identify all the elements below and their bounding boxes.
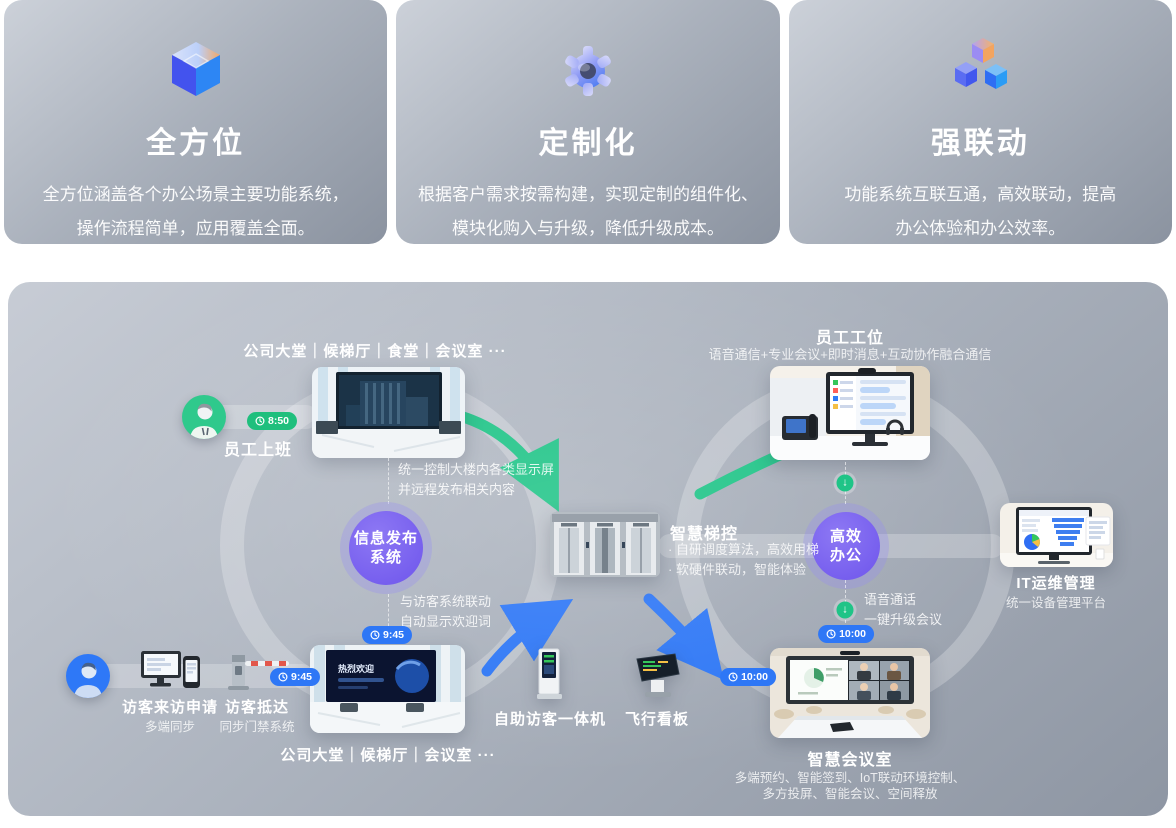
workstation-sub: 语音通信+专业会议+即时消息+互动协作融合通信: [708, 347, 992, 362]
visitor-apply-label: 访客来访申请: [121, 699, 219, 716]
efficiency-line: 办公: [829, 547, 862, 564]
card-title: 全方位: [146, 127, 246, 160]
employee-avatar: [182, 395, 226, 439]
visitor-avatar: [66, 654, 110, 698]
elevator-bullets: · 自研调度算法，高效用梯 · 软硬件联动，智能体验: [668, 540, 819, 580]
elevator-bullet: · 软硬件联动，智能体验: [668, 562, 806, 577]
lobby-time-badge: 9:45: [361, 626, 413, 644]
visitor-arrive-time-badge: 9:45: [269, 668, 321, 686]
badge-time: 10:00: [839, 628, 866, 640]
signage-note-line: 并远程发布相关内容: [398, 482, 516, 497]
card-title: 定制化: [538, 127, 638, 160]
badge-time: 9:45: [382, 629, 405, 641]
workstation-image: [770, 366, 930, 460]
upgrade-note-line: 一键升级会议: [864, 612, 943, 627]
feature-card-all-round: 全方位 全方位涵盖各个办公场景主要功能系统， 操作流程简单，应用覆盖全面。: [4, 0, 388, 246]
gate-barrier-icon: [228, 655, 289, 690]
badge-time: 9:45: [290, 671, 313, 683]
clock-icon: [826, 629, 836, 639]
card-desc-line: 根据客户需求按需构建，实现定制的组件化、: [417, 185, 758, 204]
down-arrow-node: ↓: [836, 601, 854, 619]
clock-icon: [255, 416, 265, 426]
elevator-image: [550, 512, 660, 577]
upgrade-note-line: 语音通话: [864, 592, 917, 607]
employee-label: 员工上班: [223, 442, 293, 459]
feature-card-customization: 定制化 根据客户需求按需构建，实现定制的组件化、 模块化购入与升级，降低升级成本…: [396, 0, 780, 246]
gear-icon: [553, 34, 623, 104]
cube-icon: [161, 34, 231, 104]
workstation-title: 员工工位: [815, 330, 885, 347]
meeting-sub-line: 多端预约、智能签到、IoT联动环境控制、: [734, 771, 966, 785]
down-arrow-icon: ↓: [842, 476, 848, 489]
card-description: 全方位涵盖各个办公场景主要功能系统， 操作流程简单，应用覆盖全面。: [43, 178, 349, 246]
flight-board-image: [636, 653, 680, 697]
itops-image: [1000, 503, 1113, 567]
solution-diagram-panel: 公司大堂｜候梯厅｜食堂｜会议室 ··· 8:50 员工上班: [8, 282, 1168, 816]
card-title: 强联动: [930, 127, 1030, 160]
info-system-line: 系统: [369, 549, 402, 566]
clock-icon: [728, 672, 738, 682]
efficiency-line: 高效: [829, 528, 862, 545]
card-desc-line: 办公体验和办公效率。: [895, 219, 1066, 238]
welcome-note: 与访客系统联动 自动显示欢迎词: [400, 592, 491, 632]
clock-icon: [278, 672, 288, 682]
signage-note: 统一控制大楼内各类显示屏 并远程发布相关内容: [398, 460, 554, 500]
visitor-kiosk-image: [537, 648, 562, 699]
feature-cards-row: 全方位 全方位涵盖各个办公场景主要功能系统， 操作流程简单，应用覆盖全面。: [4, 0, 1172, 244]
card-desc-line: 模块化购入与升级，降低升级成本。: [451, 219, 724, 238]
welcome-connector: [388, 594, 389, 636]
bottom-location-label: 公司大堂｜候梯厅｜会议室 ···: [280, 747, 496, 764]
upgrade-note: 语音通话 一键升级会议: [864, 590, 942, 630]
meeting-sub-line: 多方投屏、智能会议、空间释放: [762, 787, 938, 801]
meeting-title: 智慧会议室: [807, 752, 893, 769]
kiosk-label: 自助访客一体机: [493, 711, 607, 728]
itops-sub: 统一设备管理平台: [1005, 596, 1107, 610]
clock-icon: [370, 630, 380, 640]
card-desc-line: 操作流程简单，应用覆盖全面。: [76, 219, 315, 238]
visitor-apply-sub: 多端同步: [144, 720, 196, 734]
welcome-screen-text: 热烈欢迎: [338, 663, 374, 674]
visitor-arrive-label: 访客抵达: [224, 699, 290, 716]
elevator-title: 智慧梯控: [670, 526, 739, 543]
welcome-note-line: 自动显示欢迎词: [400, 614, 492, 629]
info-system-line: 信息发布: [353, 530, 418, 547]
card-description: 根据客户需求按需构建，实现定制的组件化、 模块化购入与升级，降低升级成本。: [418, 178, 758, 246]
building-signage-image: [312, 367, 465, 458]
cubes-icon: [942, 34, 1018, 104]
welcome-note-line: 与访客系统联动: [400, 594, 492, 609]
down-arrow-icon: ↓: [842, 603, 848, 616]
meeting-room-image: [770, 648, 930, 738]
down-arrow-node: ↓: [836, 474, 854, 492]
card-description: 功能系统互联互通，高效联动，提高 办公体验和办公效率。: [844, 178, 1116, 246]
itops-title: IT运维管理: [1016, 575, 1096, 592]
signage-connector: [388, 458, 389, 504]
flight-board-label: 飞行看板: [624, 711, 690, 728]
monitor-phone-icon: [141, 651, 200, 688]
lobby-welcome-image: 热烈欢迎: [310, 645, 465, 733]
badge-time: 10:00: [741, 671, 768, 683]
meeting-time-badge: 10:00: [720, 668, 776, 686]
card-desc-line: 功能系统互联互通，高效联动，提高: [844, 185, 1117, 204]
signage-note-line: 统一控制大楼内各类显示屏: [398, 462, 555, 477]
info-system-node: 信息发布 系统: [349, 511, 423, 585]
card-desc-line: 全方位涵盖各个办公场景主要功能系统，: [42, 185, 349, 204]
efficiency-node: 高效 办公: [812, 512, 880, 580]
visitor-arrive-sub: 同步门禁系统: [219, 720, 295, 734]
top-location-label: 公司大堂｜候梯厅｜食堂｜会议室 ···: [243, 343, 507, 360]
upgrade-time-badge: 10:00: [818, 625, 874, 643]
elevator-bullet: · 自研调度算法，高效用梯: [668, 542, 819, 557]
feature-card-linkage: 强联动 功能系统互联互通，高效联动，提高 办公体验和办公效率。: [788, 0, 1172, 246]
badge-time: 8:50: [267, 415, 290, 427]
employee-time-badge: 8:50: [246, 412, 298, 430]
